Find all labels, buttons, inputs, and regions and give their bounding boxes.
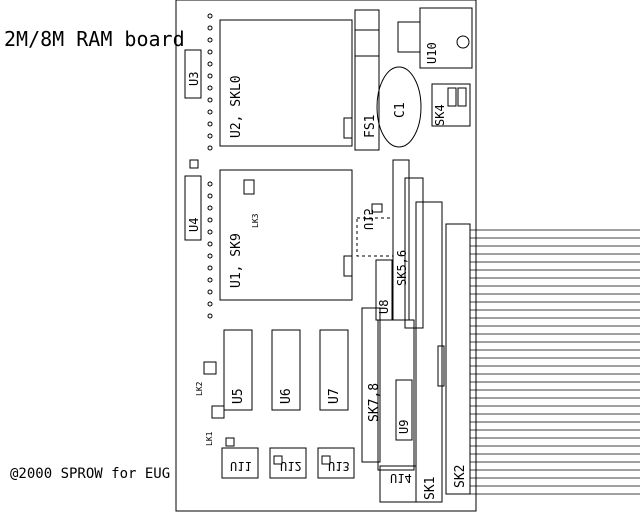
label-u7: U7 xyxy=(327,388,342,404)
board-title: 2M/8M RAM board xyxy=(4,27,185,51)
label-sk1: SK1 xyxy=(423,477,438,500)
label-sk7-8: SK7,8 xyxy=(367,383,382,422)
label-sk4: SK4 xyxy=(433,104,447,126)
u14-chip xyxy=(379,465,417,503)
sk4-socket xyxy=(431,83,471,127)
u6-chip xyxy=(271,329,301,411)
u1-sk9-socket xyxy=(219,169,353,301)
label-u2-skl0: U2, SKL0 xyxy=(229,75,244,138)
credit-text: @2000 SPROW for EUG xyxy=(10,466,170,482)
sk7-8-header xyxy=(361,307,381,463)
label-u9: U9 xyxy=(397,420,411,434)
ribbon-cable xyxy=(470,229,640,495)
label-fs1: FS1 xyxy=(363,115,378,138)
pin-column xyxy=(207,13,213,319)
u11-chip xyxy=(221,447,259,479)
sk5-6-header xyxy=(392,159,410,321)
label-lk3: LK3 xyxy=(251,213,260,228)
u5-chip xyxy=(223,329,253,411)
label-u6: U6 xyxy=(279,388,294,404)
label-sk2: SK2 xyxy=(453,465,468,488)
label-u13: U13 xyxy=(328,459,350,473)
label-u3: U3 xyxy=(187,72,201,86)
label-u1-sk9: U1, SK9 xyxy=(229,233,244,288)
u2-skl0-socket xyxy=(219,19,353,147)
label-u4: U4 xyxy=(187,218,201,232)
label-u12: U12 xyxy=(280,459,302,473)
lk2-link xyxy=(203,361,217,375)
u12-chip xyxy=(269,447,307,479)
u4-chip xyxy=(184,175,202,241)
board-outline xyxy=(175,0,477,512)
u9-chip xyxy=(395,379,413,441)
fs1-fuse xyxy=(354,9,380,151)
u3-chip xyxy=(184,49,202,99)
u13-chip xyxy=(317,447,355,479)
label-u10: U10 xyxy=(425,42,439,64)
label-u15: U15 xyxy=(361,208,375,230)
u7-chip xyxy=(319,329,349,411)
label-u14: U14 xyxy=(390,471,412,485)
sk1-header xyxy=(415,201,443,503)
sk2-header xyxy=(445,223,471,495)
c1-capacitor xyxy=(376,66,422,148)
label-c1: C1 xyxy=(393,102,408,118)
label-sk5-6: SK5,6 xyxy=(395,250,409,286)
lk1-link xyxy=(211,405,225,419)
label-u5: U5 xyxy=(231,388,246,404)
label-u8: U8 xyxy=(377,300,391,314)
label-lk1: LK1 xyxy=(205,431,214,446)
label-lk2: LK2 xyxy=(195,381,204,396)
label-u11: U11 xyxy=(230,459,252,473)
